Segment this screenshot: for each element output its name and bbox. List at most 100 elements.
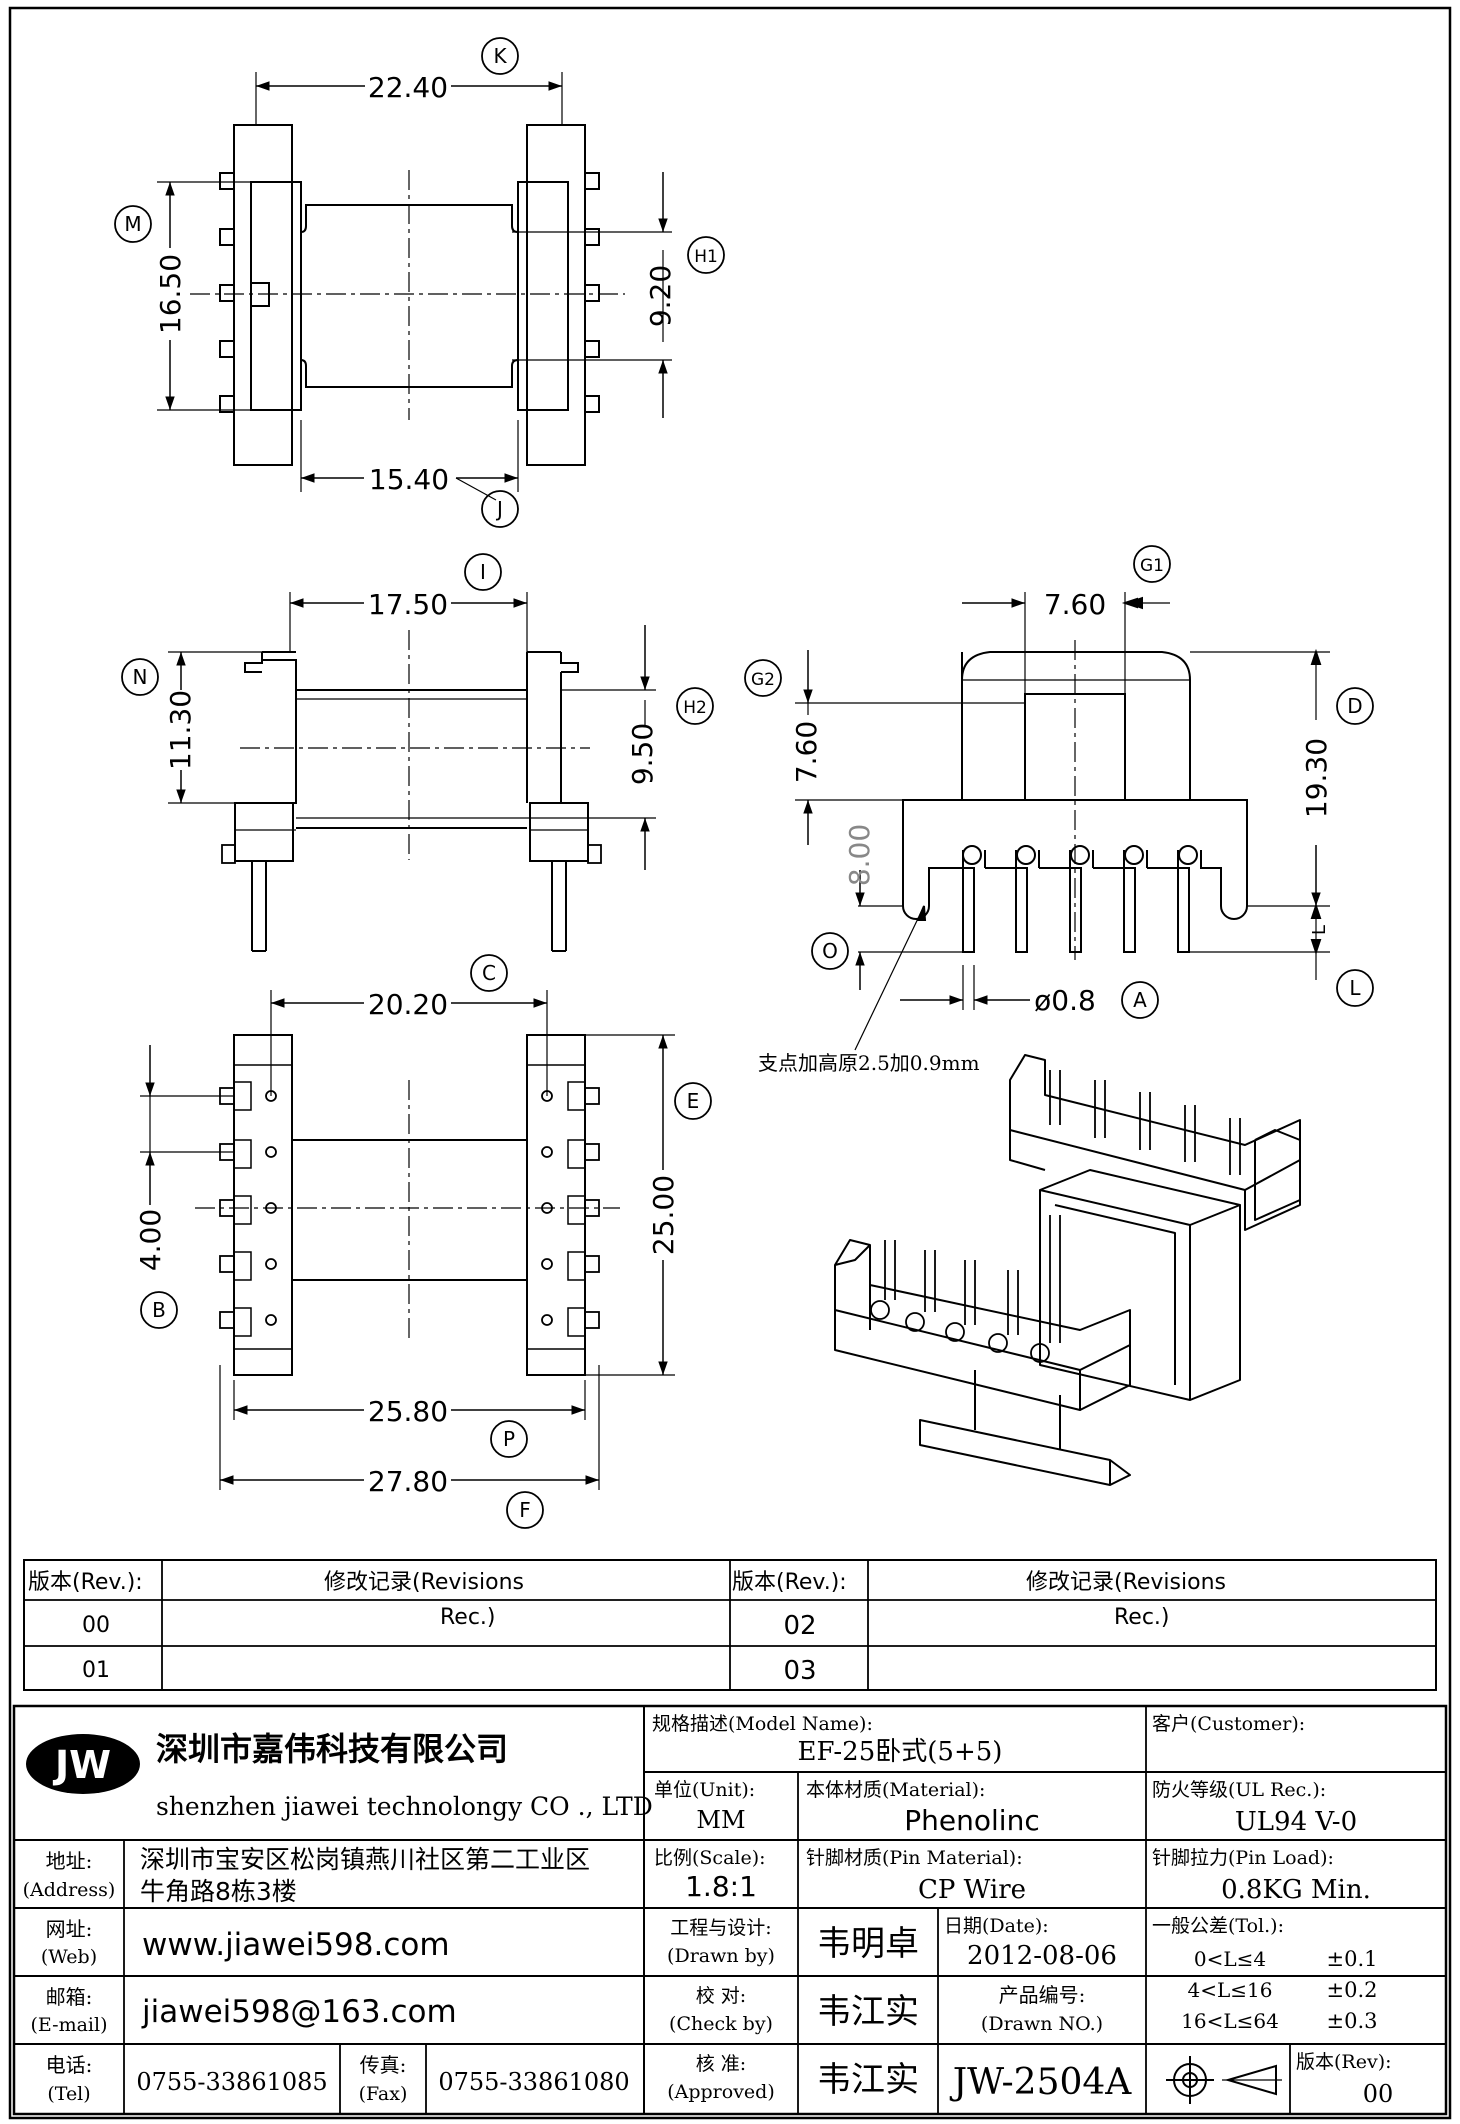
callout-a: A	[1121, 981, 1159, 1019]
callout-o: O	[811, 932, 849, 970]
unit: MM	[696, 1806, 745, 1834]
callout-i: I	[464, 553, 502, 591]
rev-cell: 03	[783, 1656, 816, 1686]
svg-text:电话:: 电话:	[46, 2053, 93, 2077]
svg-text:H1: H1	[694, 247, 718, 267]
rev-cell: 02	[783, 1611, 816, 1641]
date: 2012-08-06	[967, 1941, 1117, 1971]
svg-text:(Drawn by): (Drawn by)	[667, 1945, 775, 1967]
tol-range: 4<L≤16	[1188, 1978, 1273, 2002]
svg-text:(Web): (Web)	[41, 1946, 97, 1968]
rev-cell: 00	[82, 1613, 110, 1638]
svg-text:H2: H2	[683, 698, 707, 718]
callout-m: M	[114, 205, 152, 243]
ul-rating: UL94 V-0	[1235, 1807, 1357, 1837]
dim-j: 15.40	[369, 463, 449, 496]
svg-text:(Check by): (Check by)	[669, 2013, 773, 2035]
address-line-1: 深圳市宝安区松岗镇燕川社区第二工业区	[140, 1845, 590, 1874]
material: Phenolinc	[904, 1804, 1039, 1837]
svg-text:(E-mail): (E-mail)	[31, 2014, 108, 2036]
top-view	[157, 72, 672, 501]
svg-text:G1: G1	[1140, 556, 1164, 576]
svg-text:产品编号:: 产品编号:	[999, 1983, 1086, 2007]
svg-text:网址:: 网址:	[46, 1917, 93, 1941]
pin-load: 0.8KG Min.	[1221, 1875, 1371, 1905]
svg-text:工程与设计:: 工程与设计:	[670, 1917, 771, 1939]
revision-table	[23, 1559, 1437, 1691]
dim-p: 25.80	[368, 1395, 448, 1428]
bottom-view	[140, 990, 675, 1490]
tel-number: 0755-33861085	[136, 2068, 327, 2096]
callout-g1: G1	[1133, 545, 1171, 583]
dim-b: 4.00	[134, 1209, 167, 1271]
tol-value: ±0.1	[1327, 1947, 1378, 1971]
side-view	[795, 592, 1330, 1051]
pin-material: CP Wire	[918, 1875, 1026, 1905]
dim-c: 20.20	[368, 988, 448, 1021]
callout-k: K	[481, 37, 519, 75]
callout-j: J	[481, 490, 519, 528]
dim-o: 8.00	[843, 824, 876, 886]
callout-annotation: 支点加高原2.5加0.9mm	[758, 1051, 980, 1075]
svg-text:核 准:: 核 准:	[696, 2053, 746, 2075]
rev-cell: 01	[82, 1658, 110, 1683]
rec-cell: Rec.)	[1114, 1605, 1170, 1630]
dim-g1: 7.60	[1044, 588, 1106, 621]
drawing-number: JW-2504A	[949, 2062, 1133, 2103]
svg-text:J: J	[495, 497, 503, 521]
svg-text:JW: JW	[52, 1743, 111, 1787]
svg-text:D: D	[1347, 694, 1362, 718]
revision-table-text: 版本(Rev.): 修改记录(Revisions 版本(Rev.): 修改记录(…	[28, 1570, 1226, 1686]
rec-header-left: 修改记录(Revisions	[324, 1570, 524, 1595]
svg-text:比例(Scale):: 比例(Scale):	[654, 1847, 766, 1869]
callout-g2: G2	[744, 659, 782, 697]
svg-text:(Address): (Address)	[23, 1879, 116, 1901]
tol-value: ±0.3	[1327, 2009, 1378, 2033]
scale: 1.8:1	[685, 1870, 757, 1903]
rec-header-right: 修改记录(Revisions	[1026, 1570, 1226, 1595]
svg-text:本体材质(Material):: 本体材质(Material):	[806, 1779, 985, 1801]
svg-text:防火等级(UL Rec.):: 防火等级(UL Rec.):	[1152, 1779, 1326, 1801]
svg-text:(Fax): (Fax)	[359, 2083, 408, 2105]
svg-text:单位(Unit):: 单位(Unit):	[654, 1779, 755, 1801]
dim-g2: 7.60	[790, 721, 823, 783]
dim-m: 16.50	[154, 254, 187, 334]
svg-text:K: K	[493, 44, 507, 68]
callout-b: B	[140, 1291, 178, 1329]
callout-n: N	[121, 658, 159, 696]
callout-l: L	[1336, 969, 1374, 1007]
svg-text:I: I	[480, 560, 486, 584]
dim-i: 17.50	[368, 588, 448, 621]
svg-text:日期(Date):: 日期(Date):	[944, 1915, 1049, 1937]
drawing-border	[8, 6, 1452, 2120]
callouts: K M H1 J I N H2 G1 G2 D O A L L C E B P …	[114, 37, 1374, 1529]
drawn-by: 韦明卓	[817, 1924, 919, 1964]
svg-text:客户(Customer):: 客户(Customer):	[1152, 1713, 1305, 1735]
fax-number: 0755-33861080	[438, 2068, 629, 2096]
callout-d: D	[1336, 687, 1374, 725]
dim-pin-dia: ø0.8	[1034, 984, 1096, 1017]
tol-range: 0<L≤4	[1194, 1947, 1266, 1971]
callout-h2: H2	[676, 687, 714, 725]
callout-l-small: L	[1309, 925, 1330, 935]
svg-text:地址:: 地址:	[46, 1849, 93, 1873]
svg-text:校 对:: 校 对:	[696, 1985, 746, 2007]
svg-text:传真:: 传真:	[360, 2053, 407, 2077]
svg-text:N: N	[133, 665, 148, 689]
isometric-view	[834, 1054, 1301, 1486]
rec-cell: Rec.)	[440, 1605, 496, 1630]
svg-text:E: E	[687, 1089, 700, 1113]
front-view	[168, 592, 656, 952]
projection-symbol-icon	[1166, 2056, 1282, 2104]
svg-text:(Drawn NO.): (Drawn NO.)	[981, 2013, 1103, 2035]
callout-e: E	[674, 1082, 712, 1120]
website: www.jiawei598.com	[142, 1927, 450, 1963]
dim-h1: 9.20	[644, 265, 677, 327]
company-logo: JW	[26, 1734, 140, 1794]
tol-value: ±0.2	[1327, 1978, 1378, 2002]
svg-text:版本(Rev):: 版本(Rev):	[1296, 2051, 1392, 2073]
svg-text:规格描述(Model Name):: 规格描述(Model Name):	[652, 1713, 873, 1735]
approved-by: 韦江实	[817, 2060, 919, 2100]
svg-text:针脚拉力(Pin Load):: 针脚拉力(Pin Load):	[1152, 1847, 1334, 1869]
